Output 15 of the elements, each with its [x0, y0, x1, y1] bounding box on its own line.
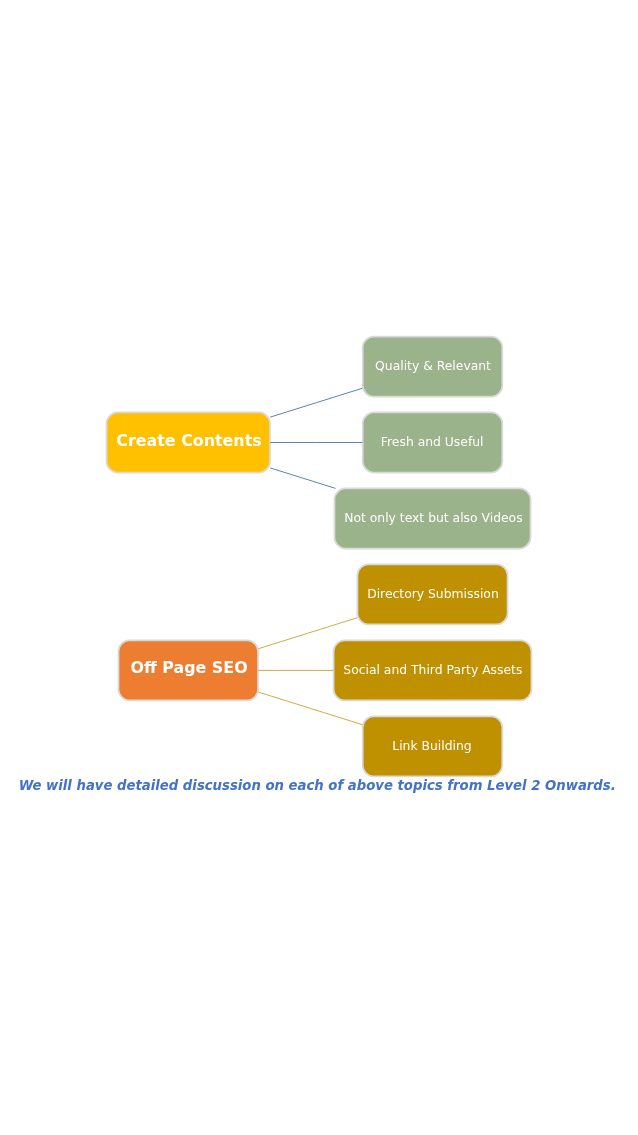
node-box: Off Page SEO — [117, 639, 259, 702]
node-box: Fresh and Useful — [361, 411, 504, 474]
node-box: Quality & Relevant — [361, 335, 504, 398]
connector — [257, 691, 363, 726]
connector — [269, 467, 336, 489]
connector — [269, 442, 363, 443]
node-box: Directory Submission — [356, 563, 509, 626]
connector — [257, 617, 358, 650]
node-box: Create Contents — [105, 411, 271, 474]
connector — [269, 387, 363, 418]
node-box: Link Building — [361, 715, 504, 778]
node-box: Not only text but also Videos — [333, 487, 532, 550]
connector — [257, 669, 334, 671]
node-box: Social and Third Party Assets — [332, 639, 533, 702]
caption: We will have detailed discussion on each of above topics from Level 2 Onwards. — [18, 777, 616, 793]
